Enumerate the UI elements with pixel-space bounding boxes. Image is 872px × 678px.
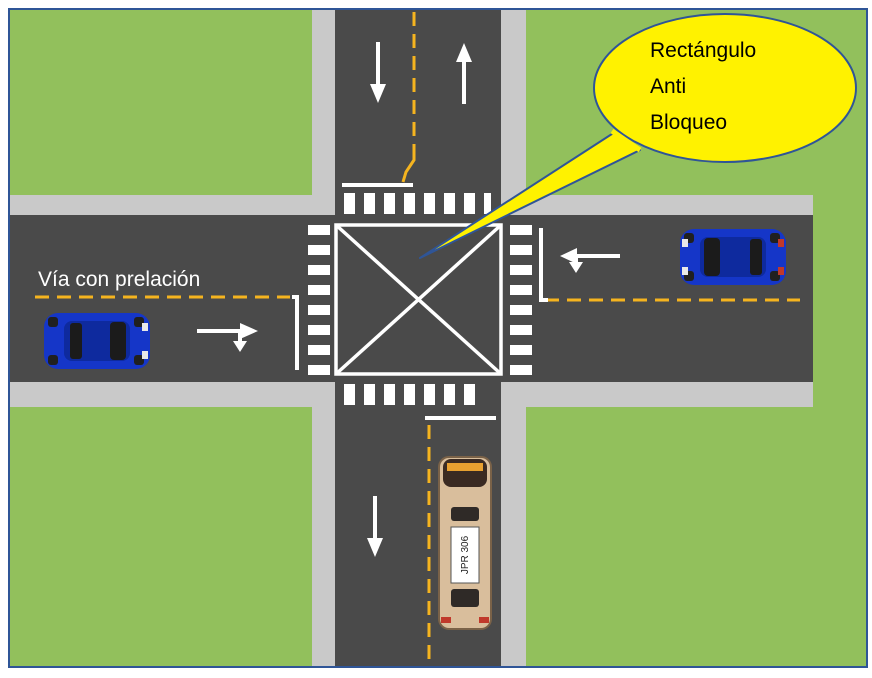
callout-line-3: Bloqueo bbox=[650, 111, 727, 134]
lane-lines bbox=[35, 12, 800, 668]
stop-line-east bbox=[539, 228, 548, 302]
callout-line-1: Rectángulo bbox=[650, 39, 756, 62]
straight-arrow-icon bbox=[456, 43, 472, 104]
straight-arrow-icon bbox=[367, 496, 383, 557]
stop-line-west bbox=[292, 295, 299, 370]
straight-arrow-icon bbox=[370, 42, 386, 103]
stop-lines bbox=[292, 183, 548, 420]
car-icon bbox=[44, 313, 150, 369]
crosswalk-north bbox=[344, 193, 491, 214]
crosswalk-west bbox=[308, 225, 330, 375]
callout-line-2: Anti bbox=[650, 75, 686, 98]
lane-line-solid-segments bbox=[401, 150, 416, 183]
callout-bubble: Rectángulo Anti Bloqueo bbox=[419, 13, 857, 259]
car-icon bbox=[680, 229, 786, 285]
road-label: Vía con prelación bbox=[38, 268, 200, 291]
diagram-frame bbox=[8, 8, 868, 668]
bus-plate: JPR 306 bbox=[460, 535, 471, 574]
anti-blocking-box bbox=[334, 223, 503, 376]
turn-arrow-icon bbox=[560, 248, 620, 273]
bus-icon: JPR 306 bbox=[438, 456, 492, 630]
crosswalk-south bbox=[344, 384, 475, 405]
turn-arrow-icon bbox=[197, 323, 258, 352]
crosswalk-east bbox=[510, 225, 532, 375]
stop-line-south bbox=[425, 416, 496, 420]
